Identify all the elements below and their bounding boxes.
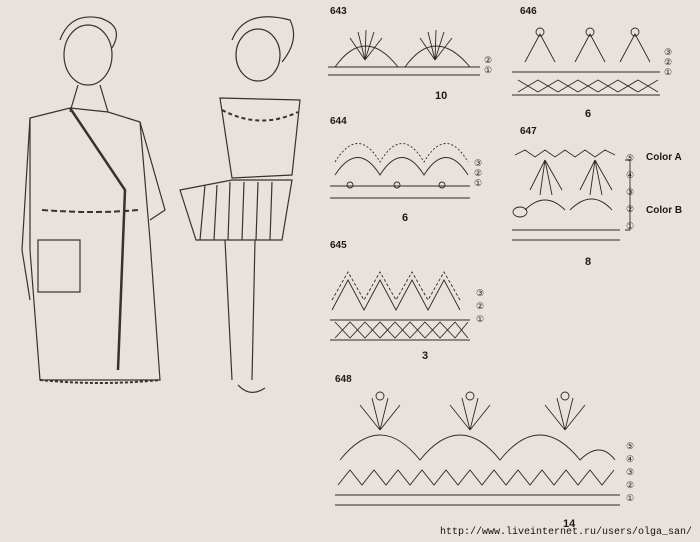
girl-hair — [231, 16, 295, 63]
pattern-644-rows: ③ ② ① — [474, 158, 482, 188]
pattern-646-number: 646 — [520, 6, 537, 17]
woman-neck — [69, 84, 109, 113]
pattern-647-rows: ⑤ ④ ③ ② ① — [626, 150, 634, 235]
girl-legs — [224, 239, 256, 381]
row-mark: ③ — [476, 288, 485, 298]
row-mark: ② — [664, 57, 673, 67]
girl-yoke — [221, 109, 299, 122]
color-b-label: Color B — [646, 205, 683, 216]
row-mark: ① — [626, 221, 635, 231]
row-mark: ② — [476, 301, 485, 311]
pattern-645-repeat: 3 — [422, 350, 429, 362]
chart-646 — [512, 27, 660, 96]
pattern-643-number: 643 — [330, 6, 347, 17]
girl-top — [219, 97, 301, 179]
woman-arm-left — [21, 117, 31, 301]
woman-belt — [41, 209, 139, 213]
row-mark: ④ — [626, 454, 635, 464]
row-mark: ⑤ — [626, 441, 635, 451]
pattern-643-repeat: 10 — [435, 90, 448, 102]
row-mark: ④ — [626, 170, 635, 180]
watermark-url: http://www.liveinternet.ru/users/olga_sa… — [439, 527, 692, 538]
pattern-643-rows: ② ① — [484, 55, 492, 75]
pattern-648-rows: ⑤ ④ ③ ② ① — [626, 440, 634, 505]
girl-head — [235, 28, 281, 82]
pattern-648-repeat: 14 — [563, 518, 576, 530]
color-a-label: Color A — [646, 152, 682, 163]
pattern-647-number: 647 — [520, 126, 537, 137]
girl-pleats — [199, 181, 273, 241]
pattern-644-number: 644 — [330, 116, 347, 127]
row-mark: ① — [476, 314, 485, 324]
chart-648 — [335, 391, 620, 506]
girl-skirt — [179, 179, 293, 241]
row-mark: ① — [664, 67, 673, 77]
girl-shoe — [237, 384, 266, 393]
woman-dress — [29, 107, 161, 381]
row-mark: ① — [474, 178, 483, 188]
woman-dress-trim — [68, 107, 127, 371]
chart-643 — [328, 29, 480, 76]
row-mark: ⑤ — [626, 153, 635, 163]
chart-644 — [330, 143, 470, 199]
pattern-648-number: 648 — [335, 374, 352, 385]
pattern-646-rows: ③ ② ① — [664, 47, 672, 77]
woman-hem — [39, 379, 161, 384]
woman-hair — [59, 16, 118, 49]
pattern-644-repeat: 6 — [402, 212, 409, 224]
row-mark: ② — [484, 55, 493, 65]
woman-arm — [139, 121, 166, 221]
woman-pocket — [37, 239, 81, 293]
woman-head — [63, 24, 113, 86]
row-mark: ② — [626, 480, 635, 490]
pattern-646-repeat: 6 — [585, 108, 592, 120]
row-mark: ② — [626, 204, 635, 214]
row-mark: ① — [626, 493, 635, 503]
row-mark: ③ — [664, 47, 673, 57]
row-mark: ③ — [626, 187, 635, 197]
row-mark: ② — [474, 168, 483, 178]
chart-647 — [512, 149, 631, 241]
row-mark: ③ — [626, 467, 635, 477]
row-mark: ① — [484, 65, 493, 75]
row-mark: ③ — [474, 158, 483, 168]
pattern-645-rows: ③ ② ① — [476, 287, 484, 326]
chart-645 — [330, 271, 470, 341]
pattern-647-repeat: 8 — [585, 256, 592, 268]
pattern-645-number: 645 — [330, 240, 347, 251]
